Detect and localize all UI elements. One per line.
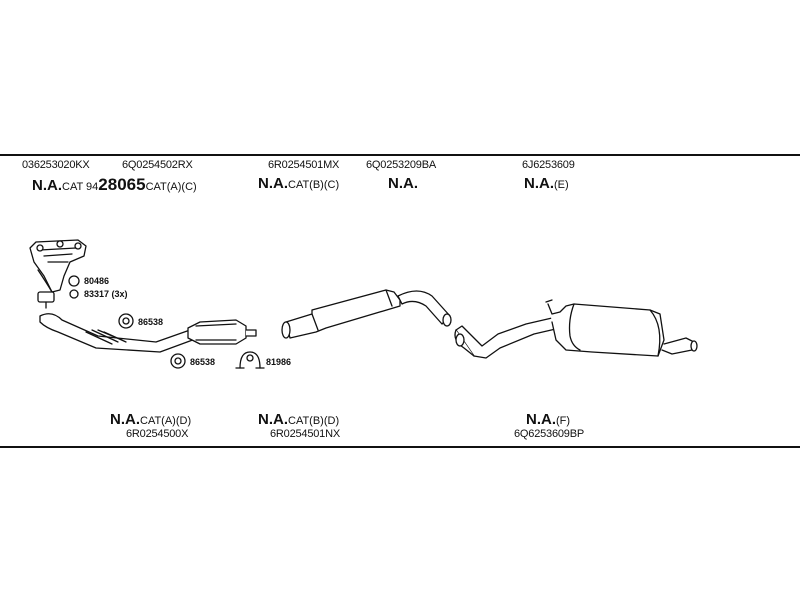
label-81986: 81986: [266, 357, 292, 367]
rear-pipe: [454, 317, 561, 359]
catalytic-converter: [187, 319, 257, 345]
middle-silencer: [281, 289, 452, 339]
bottom-group-1: N.A.CAT(A)(D): [110, 412, 191, 428]
part-number-1: 036253020KX: [22, 159, 90, 171]
bottom-group-3-tail: (F): [556, 415, 571, 427]
top-group-1-tail: CAT(A)(C): [145, 181, 197, 193]
part-number-3: 6R0254501MX: [268, 159, 340, 171]
rear-silencer: [545, 299, 698, 357]
bottom-group-2-tail: CAT(B)(D): [288, 415, 340, 427]
bottom-part-number-2: 6R0254501NX: [270, 428, 340, 440]
part-number-5: 6J6253609: [522, 159, 575, 171]
part-number-4: 6Q0253209BA: [366, 159, 436, 171]
top-group-2: N.A.CAT(B)(C): [258, 176, 339, 192]
top-group-3-na: N.A.: [388, 175, 418, 192]
bottom-part-number-1: 6R0254500X: [126, 428, 189, 440]
top-divider-line: [0, 154, 800, 156]
clamp-80486-icon: [68, 275, 80, 299]
label-86538-lower: 86538: [190, 357, 216, 367]
top-group-2-na: N.A.: [258, 175, 288, 192]
bottom-divider-line: [0, 446, 800, 448]
bottom-group-1-tail: CAT(A)(D): [140, 415, 192, 427]
bottom-group-1-na: N.A.: [110, 411, 140, 428]
top-group-3: N.A.: [388, 176, 418, 192]
part-number-2: 6Q0254502RX: [122, 159, 193, 171]
top-group-4-tail: (E): [554, 179, 569, 191]
exhaust-manifold: [29, 239, 87, 309]
label-83317: 83317 (3x): [84, 289, 128, 299]
gasket-86538-upper-icon: [118, 313, 134, 329]
gasket-86538-lower-icon: [170, 353, 186, 369]
top-group-1-cat: CAT 94: [62, 181, 99, 193]
top-group-2-tail: CAT(B)(C): [288, 179, 340, 191]
label-86538-upper: 86538: [138, 317, 164, 327]
top-group-1-number: 28065: [98, 175, 146, 194]
top-group-1: N.A.CAT 9428065CAT(A)(C): [32, 176, 197, 194]
bottom-part-number-3: 6Q6253609BP: [514, 428, 584, 440]
bottom-group-3: N.A.(F): [526, 412, 570, 428]
bottom-group-3-na: N.A.: [526, 411, 556, 428]
top-group-4-na: N.A.: [524, 175, 554, 192]
label-80486: 80486: [84, 276, 110, 286]
bottom-group-2: N.A.CAT(B)(D): [258, 412, 339, 428]
clamp-81986-icon: [235, 351, 265, 369]
top-group-4: N.A.(E): [524, 176, 569, 192]
top-group-1-na: N.A.: [32, 177, 62, 194]
bottom-group-2-na: N.A.: [258, 411, 288, 428]
